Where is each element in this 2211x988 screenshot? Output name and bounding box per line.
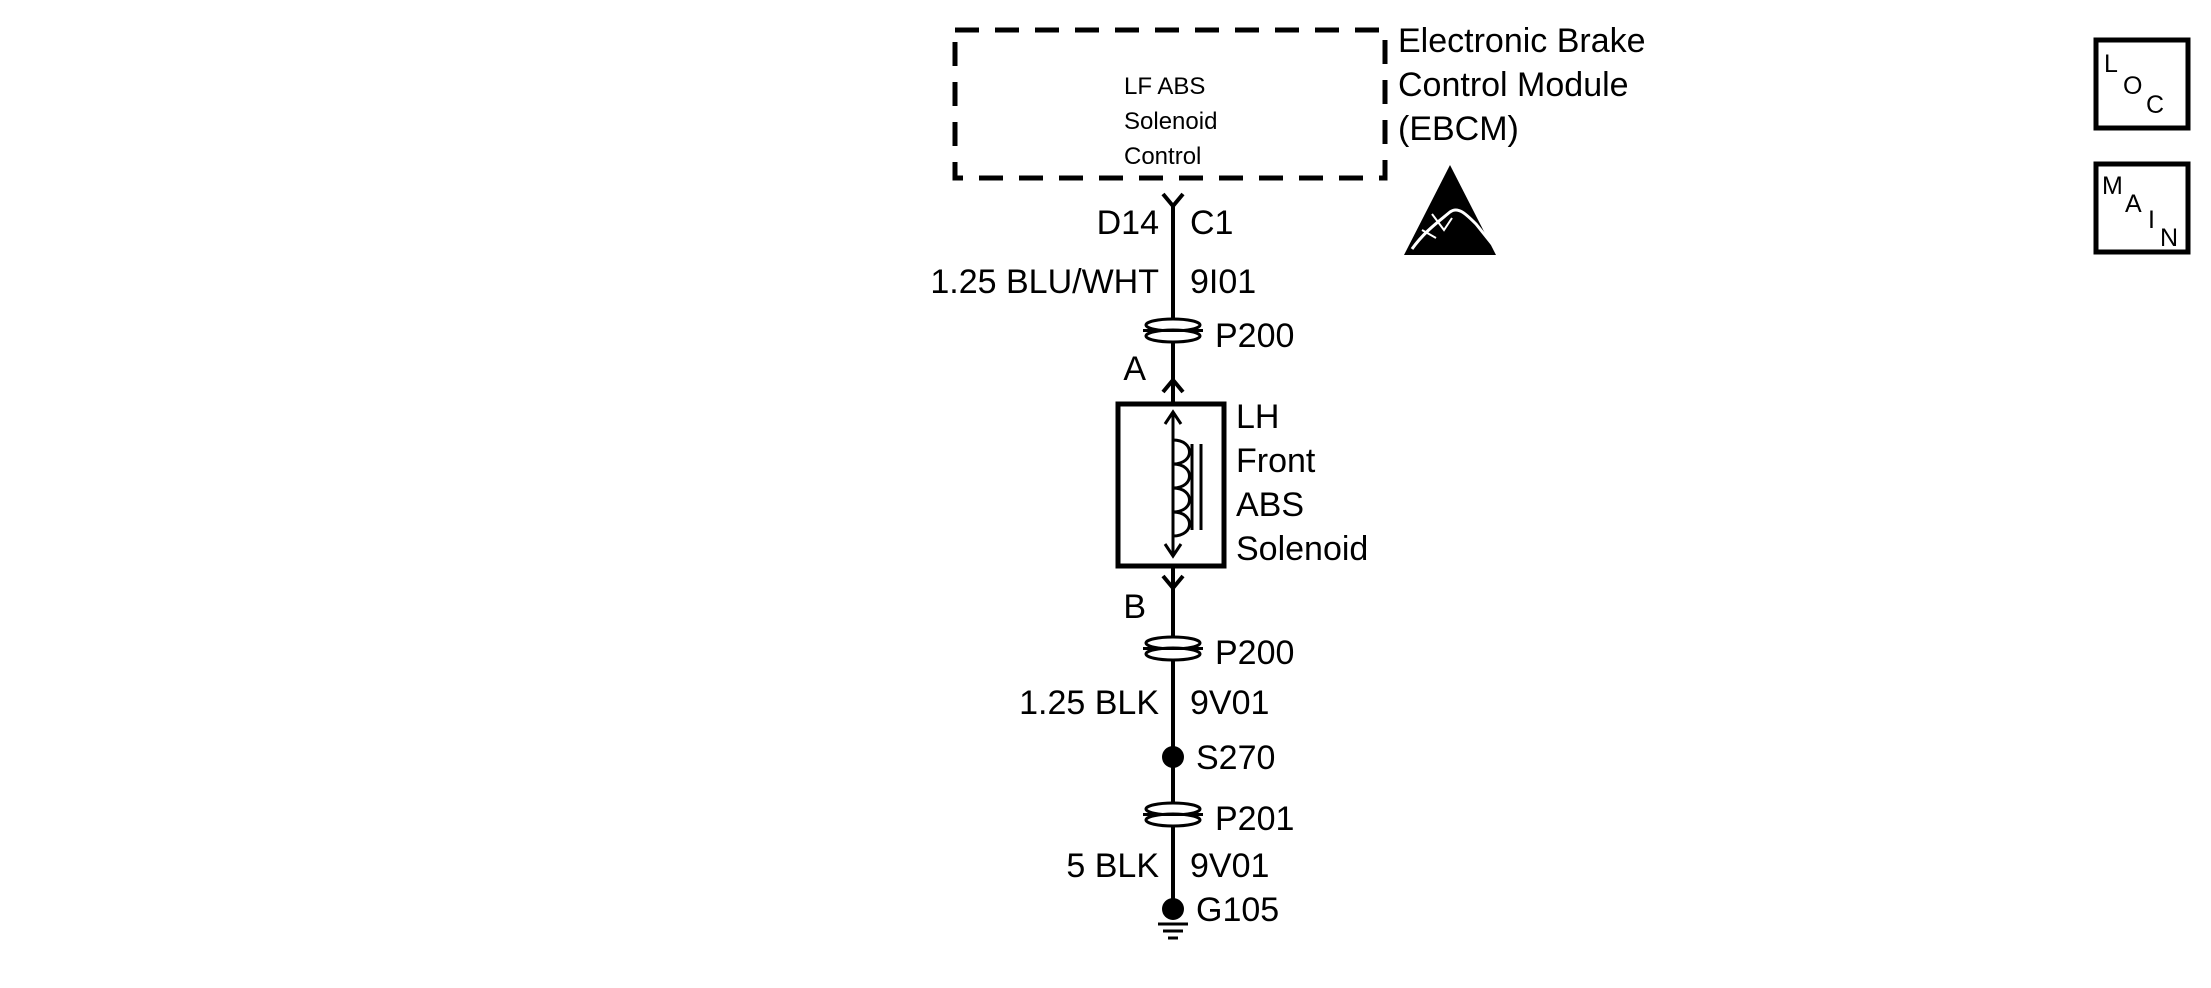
module-name-line-2: Control Module bbox=[1398, 66, 1629, 104]
esd-sensitive-icon bbox=[1404, 165, 1496, 255]
module-circuit-line-2: Solenoid bbox=[1124, 108, 1217, 135]
wire3-circuit: 9V01 bbox=[1190, 847, 1269, 885]
p200-bottom-label: P200 bbox=[1215, 634, 1294, 672]
p200-bottom-connector bbox=[1143, 635, 1203, 662]
p201-connector bbox=[1143, 801, 1203, 828]
wire2-gauge-color: 1.25 BLK bbox=[1019, 684, 1159, 722]
solenoid-name-line-3: ABS bbox=[1236, 486, 1304, 524]
module-circuit-line-1: LF ABS bbox=[1124, 73, 1205, 100]
solenoid-arrow-up bbox=[1163, 409, 1183, 425]
wire3-gauge-color: 5 BLK bbox=[1066, 847, 1159, 885]
terminal-b-label: B bbox=[1123, 588, 1146, 626]
terminal-a-label: A bbox=[1123, 350, 1146, 388]
solenoid-box bbox=[1115, 401, 1227, 569]
solenoid-arrow-down bbox=[1163, 543, 1183, 559]
ebcm-connector-label: C1 bbox=[1190, 204, 1233, 242]
main-letter-2: A bbox=[2125, 190, 2142, 218]
p201-label: P201 bbox=[1215, 800, 1294, 838]
splice-s270-dot bbox=[1162, 746, 1184, 768]
main-letter-1: M bbox=[2102, 172, 2123, 200]
main-letter-3: I bbox=[2148, 206, 2155, 234]
splice-s270-label: S270 bbox=[1196, 739, 1275, 777]
solenoid-coil bbox=[1172, 438, 1191, 538]
ground-g105-label: G105 bbox=[1196, 891, 1279, 929]
loc-button[interactable]: L O C bbox=[2093, 37, 2191, 131]
module-name-line-3: (EBCM) bbox=[1398, 110, 1519, 148]
ebcm-connector-terminal bbox=[1161, 192, 1185, 210]
solenoid-name-line-2: Front bbox=[1236, 442, 1316, 480]
module-name-line-1: Electronic Brake bbox=[1398, 22, 1646, 60]
ebcm-module-box bbox=[952, 27, 1388, 181]
ground-g105-dot bbox=[1162, 898, 1184, 920]
ebcm-pin-label: D14 bbox=[1097, 204, 1159, 242]
wire2-circuit: 9V01 bbox=[1190, 684, 1269, 722]
loc-letter-1: L bbox=[2104, 50, 2118, 78]
solenoid-name-line-1: LH bbox=[1236, 398, 1279, 436]
ground-icon bbox=[1158, 922, 1188, 940]
solenoid-name-line-4: Solenoid bbox=[1236, 530, 1368, 568]
main-letter-4: N bbox=[2160, 224, 2178, 252]
wire1-circuit: 9I01 bbox=[1190, 263, 1256, 301]
p200-top-label: P200 bbox=[1215, 317, 1294, 355]
p200-top-connector bbox=[1143, 317, 1203, 344]
main-button[interactable]: M A I N bbox=[2093, 161, 2191, 255]
module-circuit-line-3: Control bbox=[1124, 143, 1201, 170]
wire1-gauge-color: 1.25 BLU/WHT bbox=[930, 263, 1159, 301]
loc-letter-2: O bbox=[2123, 72, 2142, 100]
loc-letter-3: C bbox=[2146, 91, 2164, 119]
